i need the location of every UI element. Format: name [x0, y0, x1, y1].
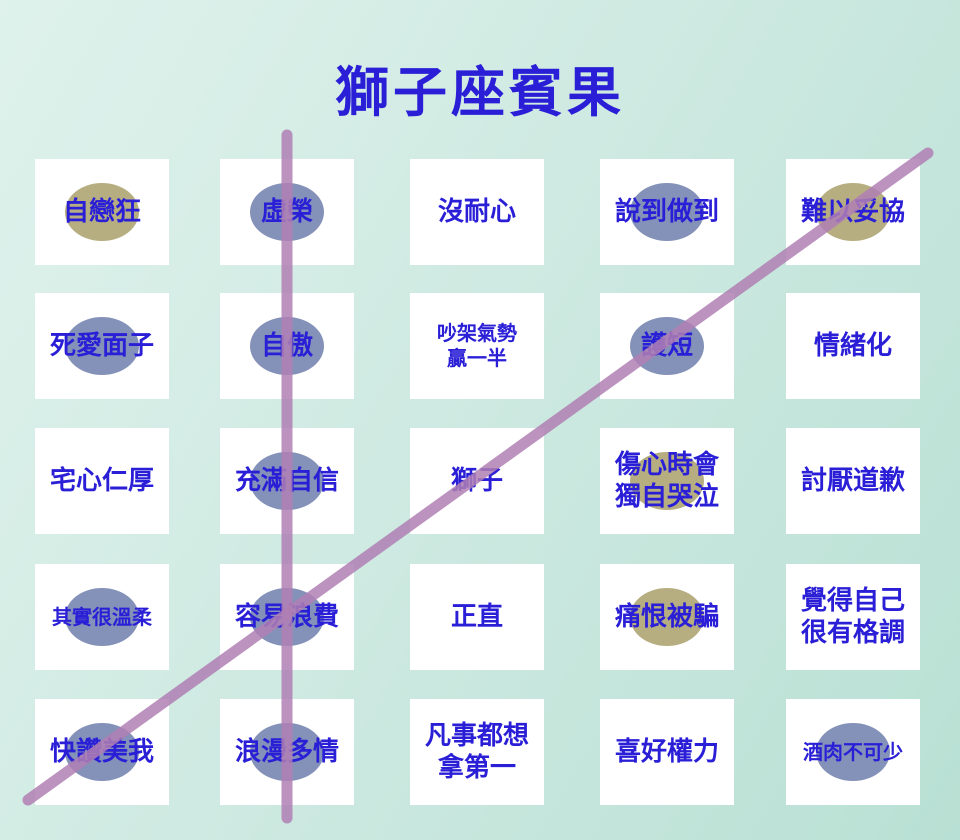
bingo-cell-label: 酒肉不可少 [803, 739, 903, 764]
bingo-cell-label: 傷心時會 獨自哭泣 [614, 449, 719, 513]
bingo-cell[interactable]: 酒肉不可少 [786, 699, 920, 805]
bingo-cell-label: 充滿自信 [234, 465, 339, 496]
bingo-cell-label: 難以妥協 [800, 196, 905, 227]
bingo-cell[interactable]: 浪漫多情 [220, 699, 354, 805]
bingo-cell-label: 痛恨被騙 [614, 601, 719, 632]
bingo-cell-label: 喜好權力 [614, 736, 719, 767]
bingo-cell-label: 宅心仁厚 [49, 465, 154, 496]
bingo-cell[interactable]: 宅心仁厚 [35, 428, 169, 534]
bingo-cell[interactable]: 喜好權力 [600, 699, 734, 805]
bingo-cell-label: 護短 [640, 330, 693, 361]
bingo-cell[interactable]: 自戀狂 [35, 159, 169, 265]
bingo-cell[interactable]: 死愛面子 [35, 293, 169, 399]
page-title: 獅子座賓果 [335, 61, 625, 124]
bingo-cell-label: 自傲 [260, 330, 313, 361]
bingo-cell[interactable]: 虛榮 [220, 159, 354, 265]
bingo-cell[interactable]: 容易浪費 [220, 564, 354, 670]
bingo-cell[interactable]: 痛恨被騙 [600, 564, 734, 670]
bingo-cell-label: 說到做到 [614, 196, 719, 227]
bingo-cell[interactable]: 正直 [410, 564, 544, 670]
bingo-cell[interactable]: 獅子 [410, 428, 544, 534]
bingo-cell-label: 虛榮 [260, 196, 313, 227]
bingo-cell[interactable]: 其實很溫柔 [35, 564, 169, 670]
bingo-cell[interactable]: 情緒化 [786, 293, 920, 399]
bingo-cell-label: 討厭道歉 [800, 465, 905, 496]
bingo-cell-label: 覺得自己 很有格調 [800, 585, 905, 649]
bingo-cell-label: 死愛面子 [49, 330, 154, 361]
bingo-cell-label: 其實很溫柔 [52, 604, 152, 629]
bingo-cell[interactable]: 討厭道歉 [786, 428, 920, 534]
bingo-cell-label: 吵架氣勢 贏一半 [437, 321, 517, 370]
bingo-cell-label: 正直 [450, 601, 503, 632]
bingo-cell[interactable]: 凡事都想 拿第一 [410, 699, 544, 805]
bingo-cell[interactable]: 覺得自己 很有格調 [786, 564, 920, 670]
bingo-cell-label: 情緒化 [813, 330, 892, 361]
bingo-cell[interactable]: 快讚美我 [35, 699, 169, 805]
bingo-cell-label: 快讚美我 [49, 736, 154, 767]
bingo-cell[interactable]: 傷心時會 獨自哭泣 [600, 428, 734, 534]
bingo-cell[interactable]: 沒耐心 [410, 159, 544, 265]
bingo-cell-label: 沒耐心 [437, 196, 516, 227]
bingo-cell-label: 獅子 [450, 465, 503, 496]
bingo-cell-label: 自戀狂 [62, 196, 141, 227]
bingo-cell-label: 容易浪費 [234, 601, 339, 632]
bingo-cell[interactable]: 說到做到 [600, 159, 734, 265]
bingo-cell[interactable]: 難以妥協 [786, 159, 920, 265]
bingo-cell-label: 凡事都想 拿第一 [424, 720, 529, 784]
bingo-cell[interactable]: 吵架氣勢 贏一半 [410, 293, 544, 399]
bingo-cell[interactable]: 自傲 [220, 293, 354, 399]
bingo-cell-label: 浪漫多情 [234, 736, 339, 767]
bingo-cell[interactable]: 護短 [600, 293, 734, 399]
bingo-cell[interactable]: 充滿自信 [220, 428, 354, 534]
